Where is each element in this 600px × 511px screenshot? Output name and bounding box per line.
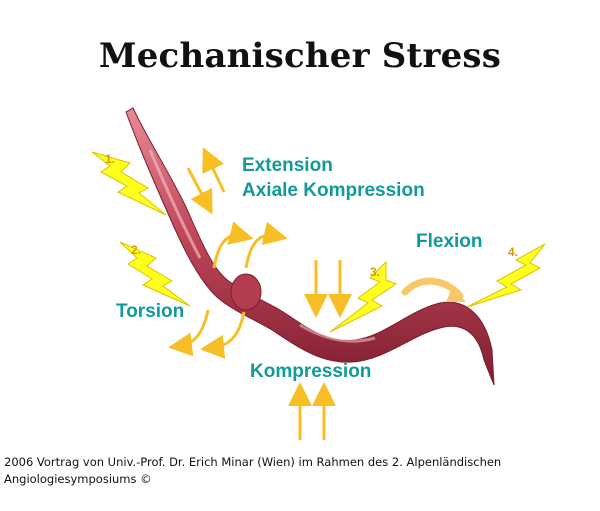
compression-arrows-top: [304, 260, 352, 318]
compression-arrows-bottom: [288, 382, 336, 440]
label-axial-compression: Axiale Kompression: [242, 180, 425, 201]
bolt-marker-4: 4.: [508, 245, 518, 259]
lightning-bolt-3-icon: [329, 260, 398, 333]
lightning-bolt-1-icon: [91, 151, 167, 216]
label-extension: Extension: [242, 155, 333, 176]
label-torsion: Torsion: [116, 301, 185, 322]
vessel-kink: [230, 273, 262, 311]
footer-credit-line1: 2006 Vortrag von Univ.-Prof. Dr. Erich M…: [4, 455, 502, 469]
bolt-marker-2: 2.: [131, 243, 141, 257]
label-kompression: Kompression: [250, 361, 372, 382]
extension-arrows: [186, 147, 226, 215]
bolt-marker-3: 3.: [370, 265, 380, 279]
torsion-arrows: [168, 221, 288, 359]
page-title: Mechanischer Stress: [98, 36, 502, 76]
lightning-bolt-4-icon: [466, 243, 546, 308]
bolt-marker-1: 1.: [105, 152, 115, 166]
footer-credit-line2: Angiologiesymposiums ©: [4, 472, 152, 486]
label-flexion: Flexion: [416, 231, 483, 252]
blood-vessel: [125, 107, 495, 386]
flexion-arrow: [401, 277, 466, 302]
lightning-bolt-2-icon: [119, 241, 191, 307]
